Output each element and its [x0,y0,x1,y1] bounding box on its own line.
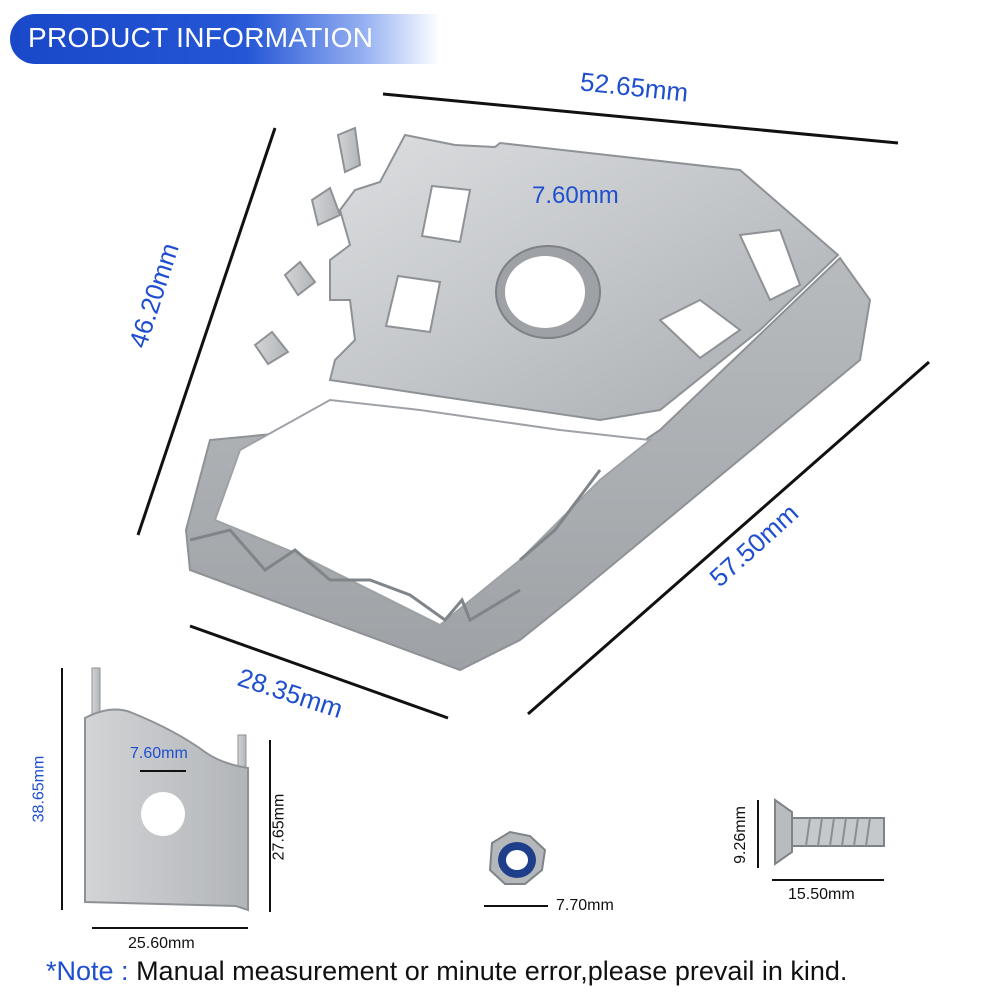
dimension-nut: 7.70mm [556,897,614,914]
dimension-screw-height: 9.26mm [731,806,749,864]
dimension-hole: 7.60mm [532,182,619,209]
dimension-bracket-width: 25.60mm [128,935,195,952]
foot-peg-part [184,126,872,672]
note-separator: : [113,956,137,986]
note-body: Manual measurement or minute error,pleas… [136,956,848,986]
dimension-bracket-height: 38.65mm [30,755,48,823]
dimension-bracket-inner-height: 27.65mm [270,793,288,861]
bracket-part [84,667,249,912]
page-title: PRODUCT INFORMATION [28,22,374,53]
screw-part [757,798,885,881]
note-text: *Note : Manual measurement or minute err… [46,956,847,987]
dimension-bracket-hole: 7.60mm [130,745,188,762]
dimension-screw-length: 15.50mm [788,886,855,903]
note-prefix: *Note [46,956,114,986]
header-banner [10,14,440,64]
bracket-dimension-lines [61,668,271,929]
nut-part [484,830,548,907]
